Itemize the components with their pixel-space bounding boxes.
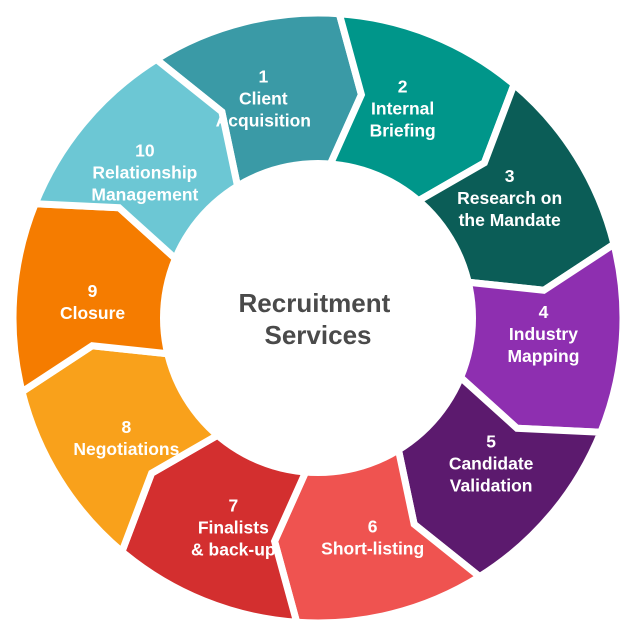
- step-label-line: Management: [91, 185, 198, 205]
- step-label-line: Industry: [509, 324, 578, 344]
- step-number: 10: [135, 141, 155, 161]
- center-title-line: Services: [265, 320, 372, 350]
- step-label-line: Client: [239, 89, 288, 109]
- step-label-line: Briefing: [370, 120, 436, 140]
- step-label-line: Finalists: [198, 518, 269, 538]
- step-label-line: Closure: [60, 303, 125, 323]
- step-number: 8: [121, 417, 131, 437]
- step-label-line: Validation: [450, 475, 533, 495]
- step-label-line: Short-listing: [321, 538, 424, 558]
- step-number: 3: [505, 166, 515, 186]
- step-label-line: Negotiations: [73, 439, 179, 459]
- step-label-line: the Mandate: [459, 210, 561, 230]
- step-number: 1: [258, 67, 268, 87]
- step-label-line: Acquisition: [216, 111, 311, 131]
- step-number: 9: [88, 281, 98, 301]
- step-label-line: Internal: [371, 98, 434, 118]
- step-label-line: Candidate: [449, 453, 534, 473]
- step-number: 5: [486, 431, 496, 451]
- center-circle: [160, 160, 476, 476]
- center-title-line: Recruitment: [239, 288, 391, 318]
- step-label-line: Relationship: [92, 163, 197, 183]
- step-label-line: & back-up: [191, 540, 276, 560]
- center-title: Recruitment Services: [239, 288, 398, 350]
- step-number: 2: [398, 76, 408, 96]
- segments-layer: [9, 9, 627, 627]
- step-number: 6: [368, 516, 378, 536]
- step-number: 7: [228, 496, 238, 516]
- step-label-line: Mapping: [507, 346, 579, 366]
- step-label-line: Research on: [457, 188, 562, 208]
- step-number: 4: [539, 302, 549, 322]
